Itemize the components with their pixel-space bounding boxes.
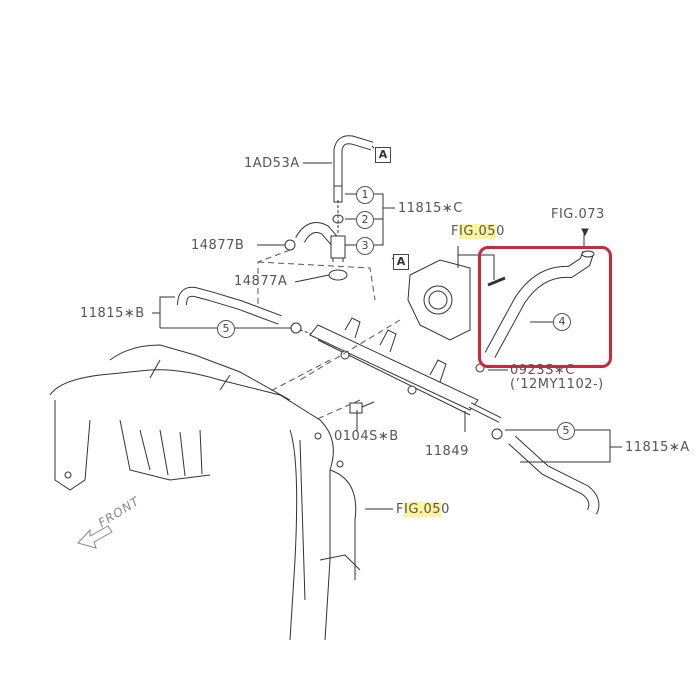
fig-050-link-top[interactable]: FIG.050: [451, 224, 505, 239]
callout-3: 3: [356, 237, 374, 255]
part-label-11815a: 11815∗A: [625, 440, 690, 455]
part-label-14877b: 14877B: [191, 238, 245, 253]
part-label-11849: 11849: [425, 444, 469, 459]
ref-box-a-mid: A: [393, 254, 409, 270]
fig-073-link[interactable]: FIG.073: [551, 207, 605, 222]
callout-1: 1: [356, 186, 374, 204]
part-label-11815b: 11815∗B: [80, 306, 145, 321]
callout-5-left: 5: [217, 320, 235, 338]
callout-4: 4: [553, 313, 571, 331]
part-label-0104sb: 0104S∗B: [334, 429, 399, 444]
part-label-0923sc-note: (’12MY1102-): [510, 377, 604, 392]
callout-5-right: 5: [557, 422, 575, 440]
ref-box-a-top: A: [375, 147, 391, 163]
callout-2: 2: [356, 211, 374, 229]
part-label-0923sc: 0923S∗C: [510, 363, 575, 378]
fig-050-link-bottom[interactable]: FIG.050: [396, 502, 450, 517]
part-label-14877a: 14877A: [234, 274, 288, 289]
highlight-callout-box: [478, 246, 612, 368]
part-label-11815c: 11815∗C: [398, 201, 463, 216]
part-label-1ad53a: 1AD53A: [244, 156, 300, 171]
